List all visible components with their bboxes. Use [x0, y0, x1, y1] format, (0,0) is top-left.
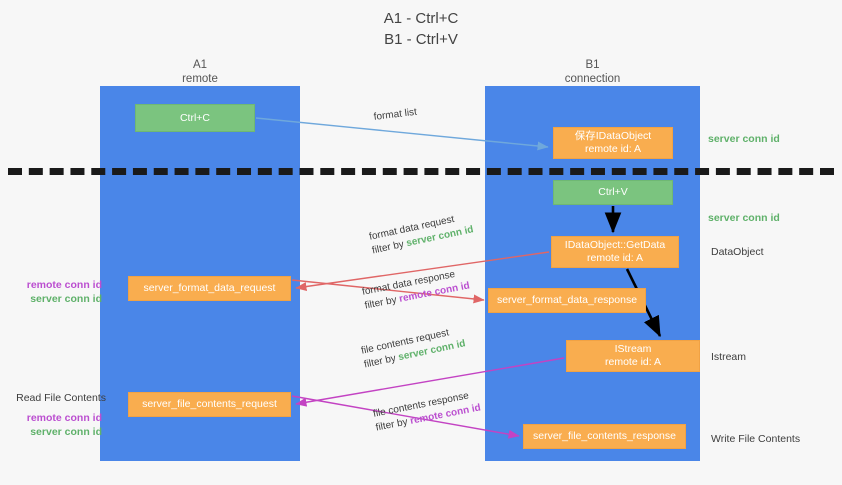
annotation-left-conn-ids-bottom: remote conn id server conn id — [6, 411, 102, 439]
annotation-write-file-contents: Write File Contents — [711, 433, 801, 445]
annotation-left-conn-ids-top: remote conn id server conn id — [6, 278, 102, 306]
lane-header-b1: B1 connection — [485, 58, 700, 86]
annotation-remote-conn-id: remote conn id — [26, 279, 102, 291]
node-getdata-line1: IDataObject::GetData — [564, 239, 666, 251]
lane-header-a1: A1 remote — [100, 58, 300, 86]
node-istream-line1: IStream — [614, 343, 652, 355]
node-idataobject-getdata[interactable]: IDataObject::GetData remote id: A — [551, 236, 679, 268]
node-server-format-data-response[interactable]: server_format_data_response — [488, 288, 646, 313]
page-title: A1 - Ctrl+C B1 - Ctrl+V — [0, 8, 842, 50]
node-server-format-data-request-label: server_format_data_request — [143, 282, 276, 294]
title-line-1: A1 - Ctrl+C — [383, 10, 459, 27]
node-istream-line2: remote id: A — [604, 356, 662, 368]
arrow-format-data-response — [291, 279, 485, 304]
arrow-format-list — [255, 117, 549, 151]
annotation-server-conn-id: server conn id — [30, 426, 102, 438]
node-server-file-contents-response[interactable]: server_file_contents_response — [523, 424, 686, 449]
title-line-2: B1 - Ctrl+V — [384, 31, 458, 48]
annotation-dataobject: DataObject — [711, 246, 764, 258]
phase-divider-dashed-line — [8, 168, 834, 175]
annotation-server-conn-id: server conn id — [30, 293, 102, 305]
node-server-file-contents-request-label: server_file_contents_request — [142, 398, 277, 410]
annotation-remote-conn-id: remote conn id — [26, 412, 102, 424]
node-getdata-line2: remote id: A — [586, 252, 644, 264]
node-ctrl-c[interactable]: Ctrl+C — [135, 104, 255, 132]
arrow-file-contents-request — [295, 357, 565, 407]
annotation-server-conn-id-mid: server conn id — [708, 212, 780, 224]
node-save-idataobject[interactable]: 保存IDataObject remote id: A — [553, 127, 673, 159]
lane-b1-name: B1 — [585, 59, 600, 71]
node-server-file-contents-response-label: server_file_contents_response — [532, 430, 676, 442]
annotation-istream: Istream — [711, 351, 747, 363]
arrow-format-data-request — [295, 251, 550, 291]
node-istream[interactable]: IStream remote id: A — [566, 340, 700, 372]
node-ctrl-v-label: Ctrl+V — [598, 186, 628, 198]
arrow-file-contents-response — [291, 395, 520, 439]
lane-b1-sub: connection — [564, 73, 621, 85]
node-ctrl-v[interactable]: Ctrl+V — [553, 180, 673, 205]
lane-a1-name: A1 — [192, 59, 208, 71]
node-server-format-data-response-label: server_format_data_response — [496, 294, 638, 306]
annotation-server-conn-id-top: server conn id — [708, 133, 780, 145]
node-save-idataobject-line1: 保存IDataObject — [574, 130, 652, 142]
node-server-format-data-request[interactable]: server_format_data_request — [128, 276, 291, 301]
node-save-idataobject-line2: remote id: A — [584, 143, 642, 155]
annotation-read-file-contents: Read File Contents — [16, 392, 106, 404]
lane-a1-sub: remote — [182, 73, 218, 85]
node-ctrl-c-label: Ctrl+C — [179, 111, 211, 124]
node-server-file-contents-request[interactable]: server_file_contents_request — [128, 392, 291, 417]
